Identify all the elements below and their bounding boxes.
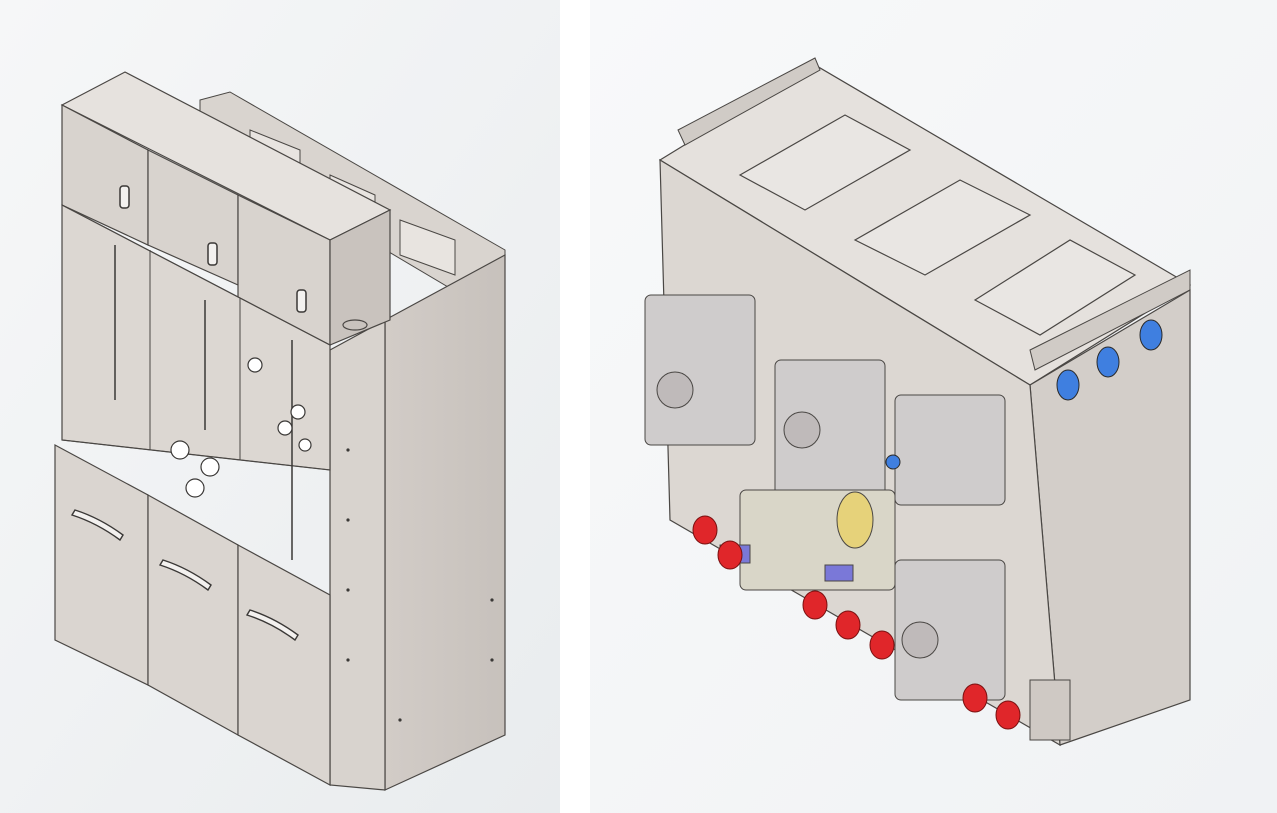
operating-mechanism: [644, 294, 1006, 701]
handle-icon: [70, 509, 299, 642]
cabinet-side-panel: [384, 253, 506, 791]
bushing-icon: [1056, 319, 1163, 401]
cable-bushing-icon: [692, 515, 1021, 730]
switchgear-tank-drawing: [590, 0, 1277, 813]
switchgear-cabinet-view: [0, 0, 560, 813]
gear-icon: [836, 491, 874, 549]
handle-icon: [119, 185, 307, 313]
switchgear-cabinet-drawing: [0, 0, 560, 813]
lower-door-3: [237, 543, 331, 787]
mimic-diagram: [114, 245, 293, 560]
switchgear-tank-view: [590, 0, 1277, 813]
